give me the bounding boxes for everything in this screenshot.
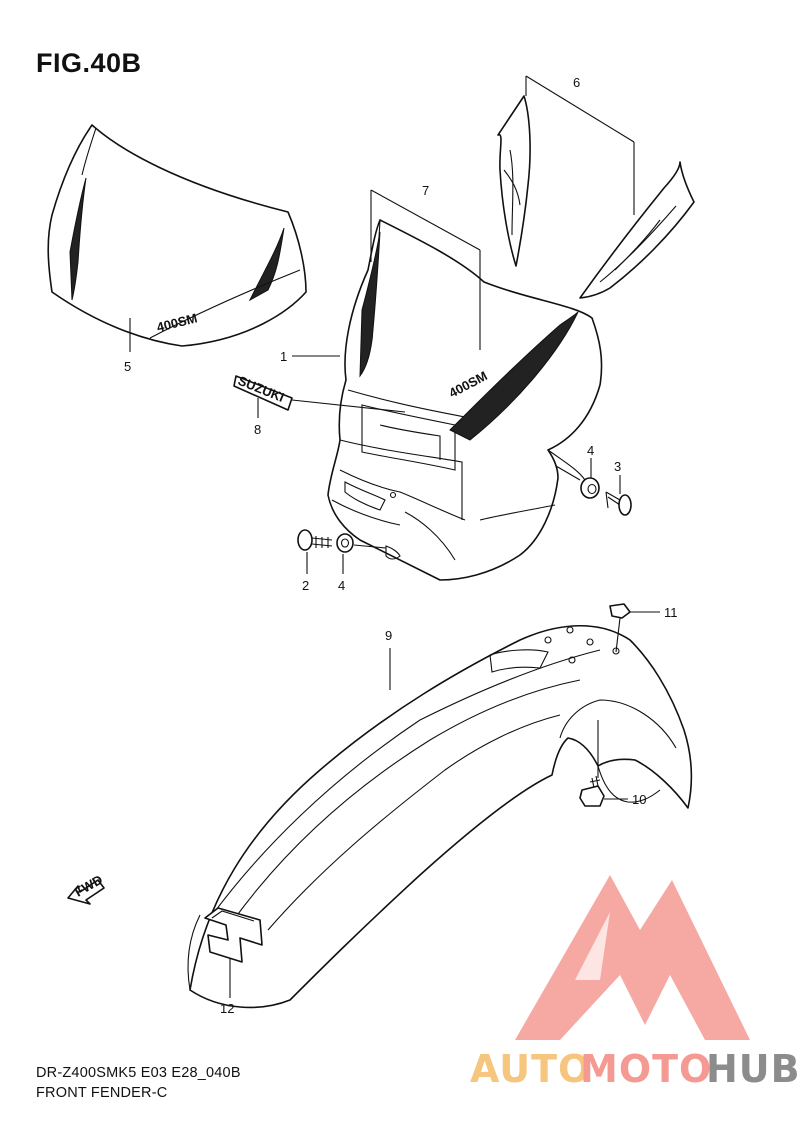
front-fender-part-9 bbox=[187, 625, 693, 1009]
screw-part-2 bbox=[297, 529, 333, 551]
callout-3: 3 bbox=[614, 459, 621, 474]
fwd-arrow-icon: FWD bbox=[67, 872, 105, 905]
side-decals-part-7 bbox=[497, 95, 695, 299]
callout-5: 5 bbox=[124, 359, 131, 374]
callout-9: 9 bbox=[385, 628, 392, 643]
grommet-part-4-right bbox=[580, 477, 600, 499]
watermark-logo bbox=[515, 875, 750, 1040]
callout-11: 11 bbox=[664, 605, 678, 620]
callout-6: 7 bbox=[422, 183, 429, 198]
headlight-cowl-part-1: 400SM bbox=[327, 219, 603, 581]
grommet-part-4-left bbox=[336, 533, 354, 553]
callout-4-right: 4 bbox=[587, 443, 594, 458]
screw-part-3 bbox=[605, 491, 632, 516]
fender-emblem-part-12 bbox=[204, 907, 263, 963]
windscreen-part-5: 400SM bbox=[47, 124, 307, 347]
callout-10: 10 bbox=[632, 792, 646, 807]
watermark-auto: AUTO bbox=[470, 1047, 591, 1091]
emblem-part-8: SUZUKI bbox=[233, 373, 293, 411]
watermark-hub: HUB bbox=[706, 1047, 800, 1091]
callout-7: 6 bbox=[573, 75, 580, 90]
figure-title: FIG.40B bbox=[36, 48, 142, 78]
emblem-text: SUZUKI bbox=[236, 373, 286, 405]
callout-12: 12 bbox=[220, 1001, 234, 1016]
callout-4-left: 4 bbox=[338, 578, 345, 593]
nut-clip-part-11 bbox=[609, 603, 631, 619]
callout-8: 8 bbox=[254, 422, 261, 437]
watermark-moto: MOTO bbox=[580, 1047, 712, 1091]
footer-section-name: FRONT FENDER-C bbox=[36, 1085, 168, 1101]
callout-1: 1 bbox=[280, 349, 287, 364]
footer-model-code: DR-Z400SMK5 E03 E28_040B bbox=[36, 1065, 241, 1081]
callout-2: 2 bbox=[302, 578, 309, 593]
bolt-part-10 bbox=[579, 775, 605, 807]
